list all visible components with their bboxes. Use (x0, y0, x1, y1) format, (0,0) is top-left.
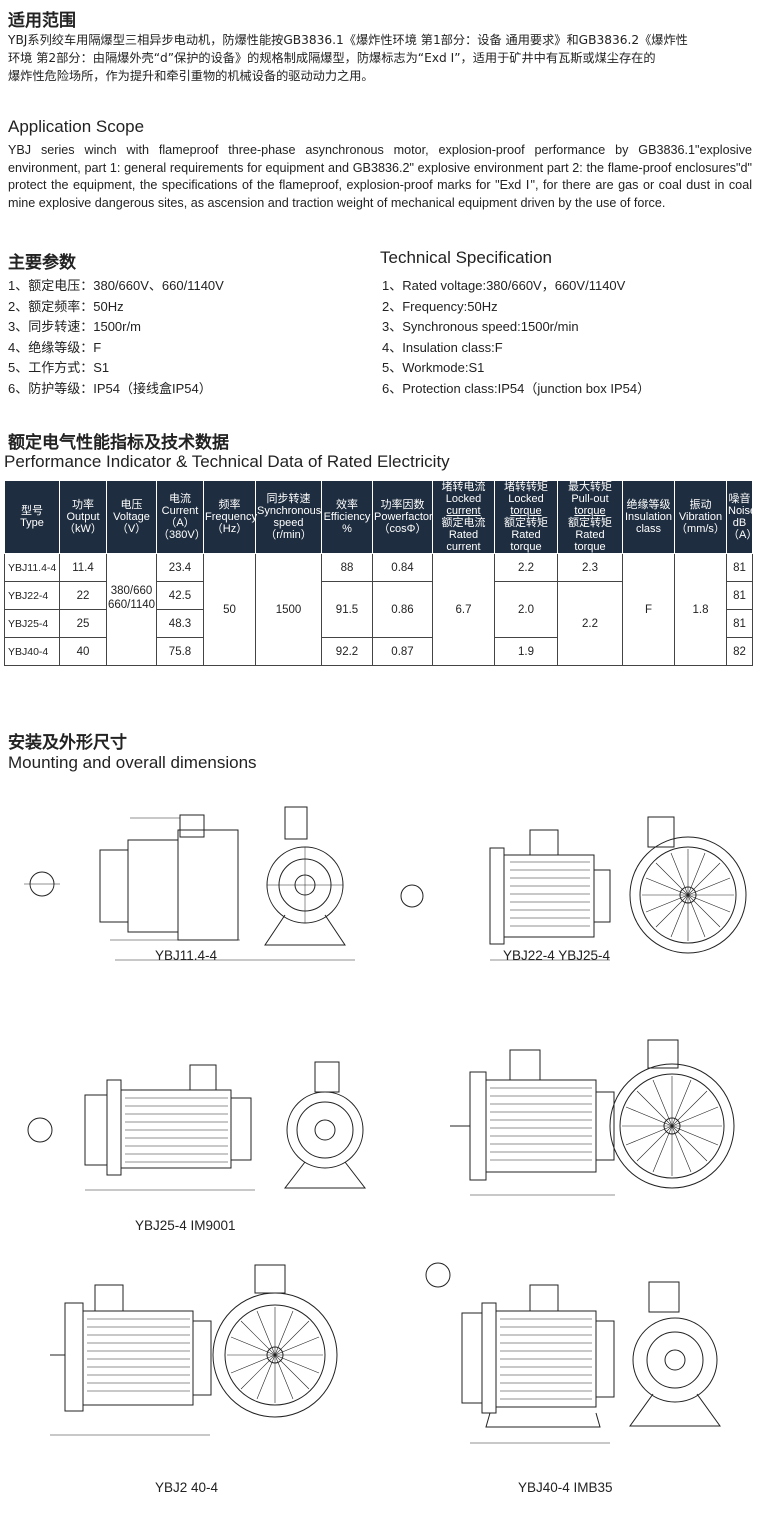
table-row: YBJ22-4 22 42.5 91.5 0.86 2.0 2.2 81 (4, 581, 753, 666)
params-en-item: 1、Rated voltage:380/660V，660V/1140V (382, 278, 626, 293)
perf-zh-title: 额定电气性能指标及技术数据 (8, 433, 229, 453)
cell-speed: 1500 (255, 553, 322, 666)
cell-noise: 82 (726, 637, 753, 666)
cell-insulation: F (622, 553, 675, 666)
params-en-title: Technical Specification (380, 248, 552, 267)
drawing-ybj25-im9001 (27, 1061, 367, 1191)
cell-pullout: 2.2 (557, 581, 623, 666)
cell-current: 48.3 (156, 609, 204, 638)
params-zh-item: 1、额定电压：380/660V、660/1140V (8, 278, 224, 293)
voltage-line: 380/660 (110, 585, 153, 597)
params-en-item: 6、Protection class:IP54（junction box IP5… (382, 380, 651, 396)
cell-locked-torque: 1.9 (494, 637, 558, 666)
params-zh-item: 5、工作方式：S1 (8, 360, 110, 375)
params-zh-title: 主要参数 (8, 253, 76, 273)
params-en-item: 2、Frequency:50Hz (382, 298, 498, 314)
params-en-list: 1、Rated voltage:380/660V，660V/1140V 2、Fr… (382, 276, 650, 399)
cell-vibration: 1.8 (674, 553, 727, 666)
cell-voltage: 380/660 660/1140 (106, 553, 157, 666)
scope-zh-line: 爆炸性危险场所，作为提升和牵引重物的机械设备的驱动动力之用。 (8, 69, 374, 83)
cell-type: YBJ11.4-4 (4, 553, 60, 582)
cell-efficiency: 88 (321, 553, 373, 582)
caption-ybj2-40: YBJ2 40-4 (155, 1480, 219, 1495)
scope-en-text: YBJ series winch with flameproof three-p… (8, 143, 752, 210)
cell-type: YBJ40-4 (4, 637, 60, 666)
cell-type: YBJ25-4 (4, 609, 60, 638)
mount-zh-title: 安装及外形尺寸 (8, 733, 127, 753)
cell-locked-torque: 2.0 (494, 581, 558, 638)
cell-noise: 81 (726, 553, 753, 582)
cell-locked-torque: 2.2 (494, 553, 558, 582)
drawing-ybj40-flange (450, 1039, 735, 1196)
cell-efficiency: 92.2 (321, 637, 373, 666)
cell-powerfactor: 0.87 (372, 637, 433, 666)
caption-ybj25-im9001: YBJ25-4 IM9001 (135, 1218, 236, 1233)
cell-noise: 81 (726, 609, 753, 638)
scope-zh-text: YBJ系列绞车用隔爆型三相异步电动机，防爆性能按GB3836.1《爆炸性环境 第… (8, 31, 752, 85)
cell-output: 40 (59, 637, 107, 666)
cell-current: 42.5 (156, 581, 204, 610)
cell-type: YBJ22-4 (4, 581, 60, 610)
mount-en-title: Mounting and overall dimensions (8, 753, 257, 772)
cell-locked-current: 6.7 (432, 553, 495, 666)
scope-zh-title: 适用范围 (8, 11, 76, 31)
cell-noise: 81 (726, 581, 753, 610)
table-row: YBJ40-4 40 75.8 92.2 0.87 1.9 82 (4, 637, 753, 666)
cell-output: 22 (59, 581, 107, 610)
drawing-ybj2-40 (50, 1264, 338, 1436)
cell-output: 11.4 (59, 553, 107, 582)
cell-frequency: 50 (203, 553, 256, 666)
params-zh-list: 1、额定电压：380/660V、660/1140V 2、额定频率：50Hz 3、… (8, 276, 224, 399)
scope-zh-line: 环境 第2部分：由隔爆外壳“d”保护的设备》的规格制成隔爆型，防爆标志为“Exd… (8, 51, 656, 65)
params-zh-item: 3、同步转速：1500r/m (8, 319, 141, 334)
cell-efficiency: 91.5 (321, 581, 373, 638)
params-en-item: 4、Insulation class:F (382, 339, 503, 355)
caption-ybj40-imb35: YBJ40-4 IMB35 (518, 1480, 613, 1495)
table-row: YBJ11.4-4 11.4 380/660 660/1140 23.4 50 1… (4, 553, 753, 666)
params-zh-item: 2、额定频率：50Hz (8, 298, 124, 314)
params-en-item: 5、Workmode:S1 (382, 360, 485, 375)
caption-ybj22-25: YBJ22-4 YBJ25-4 (503, 948, 611, 963)
params-zh-item: 4、绝缘等级：F (8, 339, 102, 355)
cell-powerfactor: 0.86 (372, 581, 433, 638)
table-row: YBJ25-4 25 48.3 81 (4, 609, 753, 638)
caption-ybj11: YBJ11.4-4 (155, 948, 218, 963)
cell-pullout: 2.3 (557, 553, 623, 582)
scope-en-title: Application Scope (8, 117, 145, 136)
drawing-ybj22-25 (400, 816, 747, 961)
cell-current: 23.4 (156, 553, 204, 582)
scope-zh-line: YBJ系列绞车用隔爆型三相异步电动机，防爆性能按GB3836.1《爆炸性环境 第… (8, 33, 688, 47)
perf-en-title: Performance Indicator & Technical Data o… (4, 452, 450, 471)
drawing-ybj40-imb35 (425, 1262, 721, 1444)
cell-current: 75.8 (156, 637, 204, 666)
params-en-item: 3、Synchronous speed:1500r/min (382, 319, 579, 334)
cell-output: 25 (59, 609, 107, 638)
voltage-line: 660/1140 (107, 599, 156, 611)
params-zh-item: 6、防护等级：IP54（接线盒IP54） (8, 380, 212, 396)
cell-powerfactor: 0.84 (372, 553, 433, 582)
drawing-ybj11 (24, 806, 355, 961)
